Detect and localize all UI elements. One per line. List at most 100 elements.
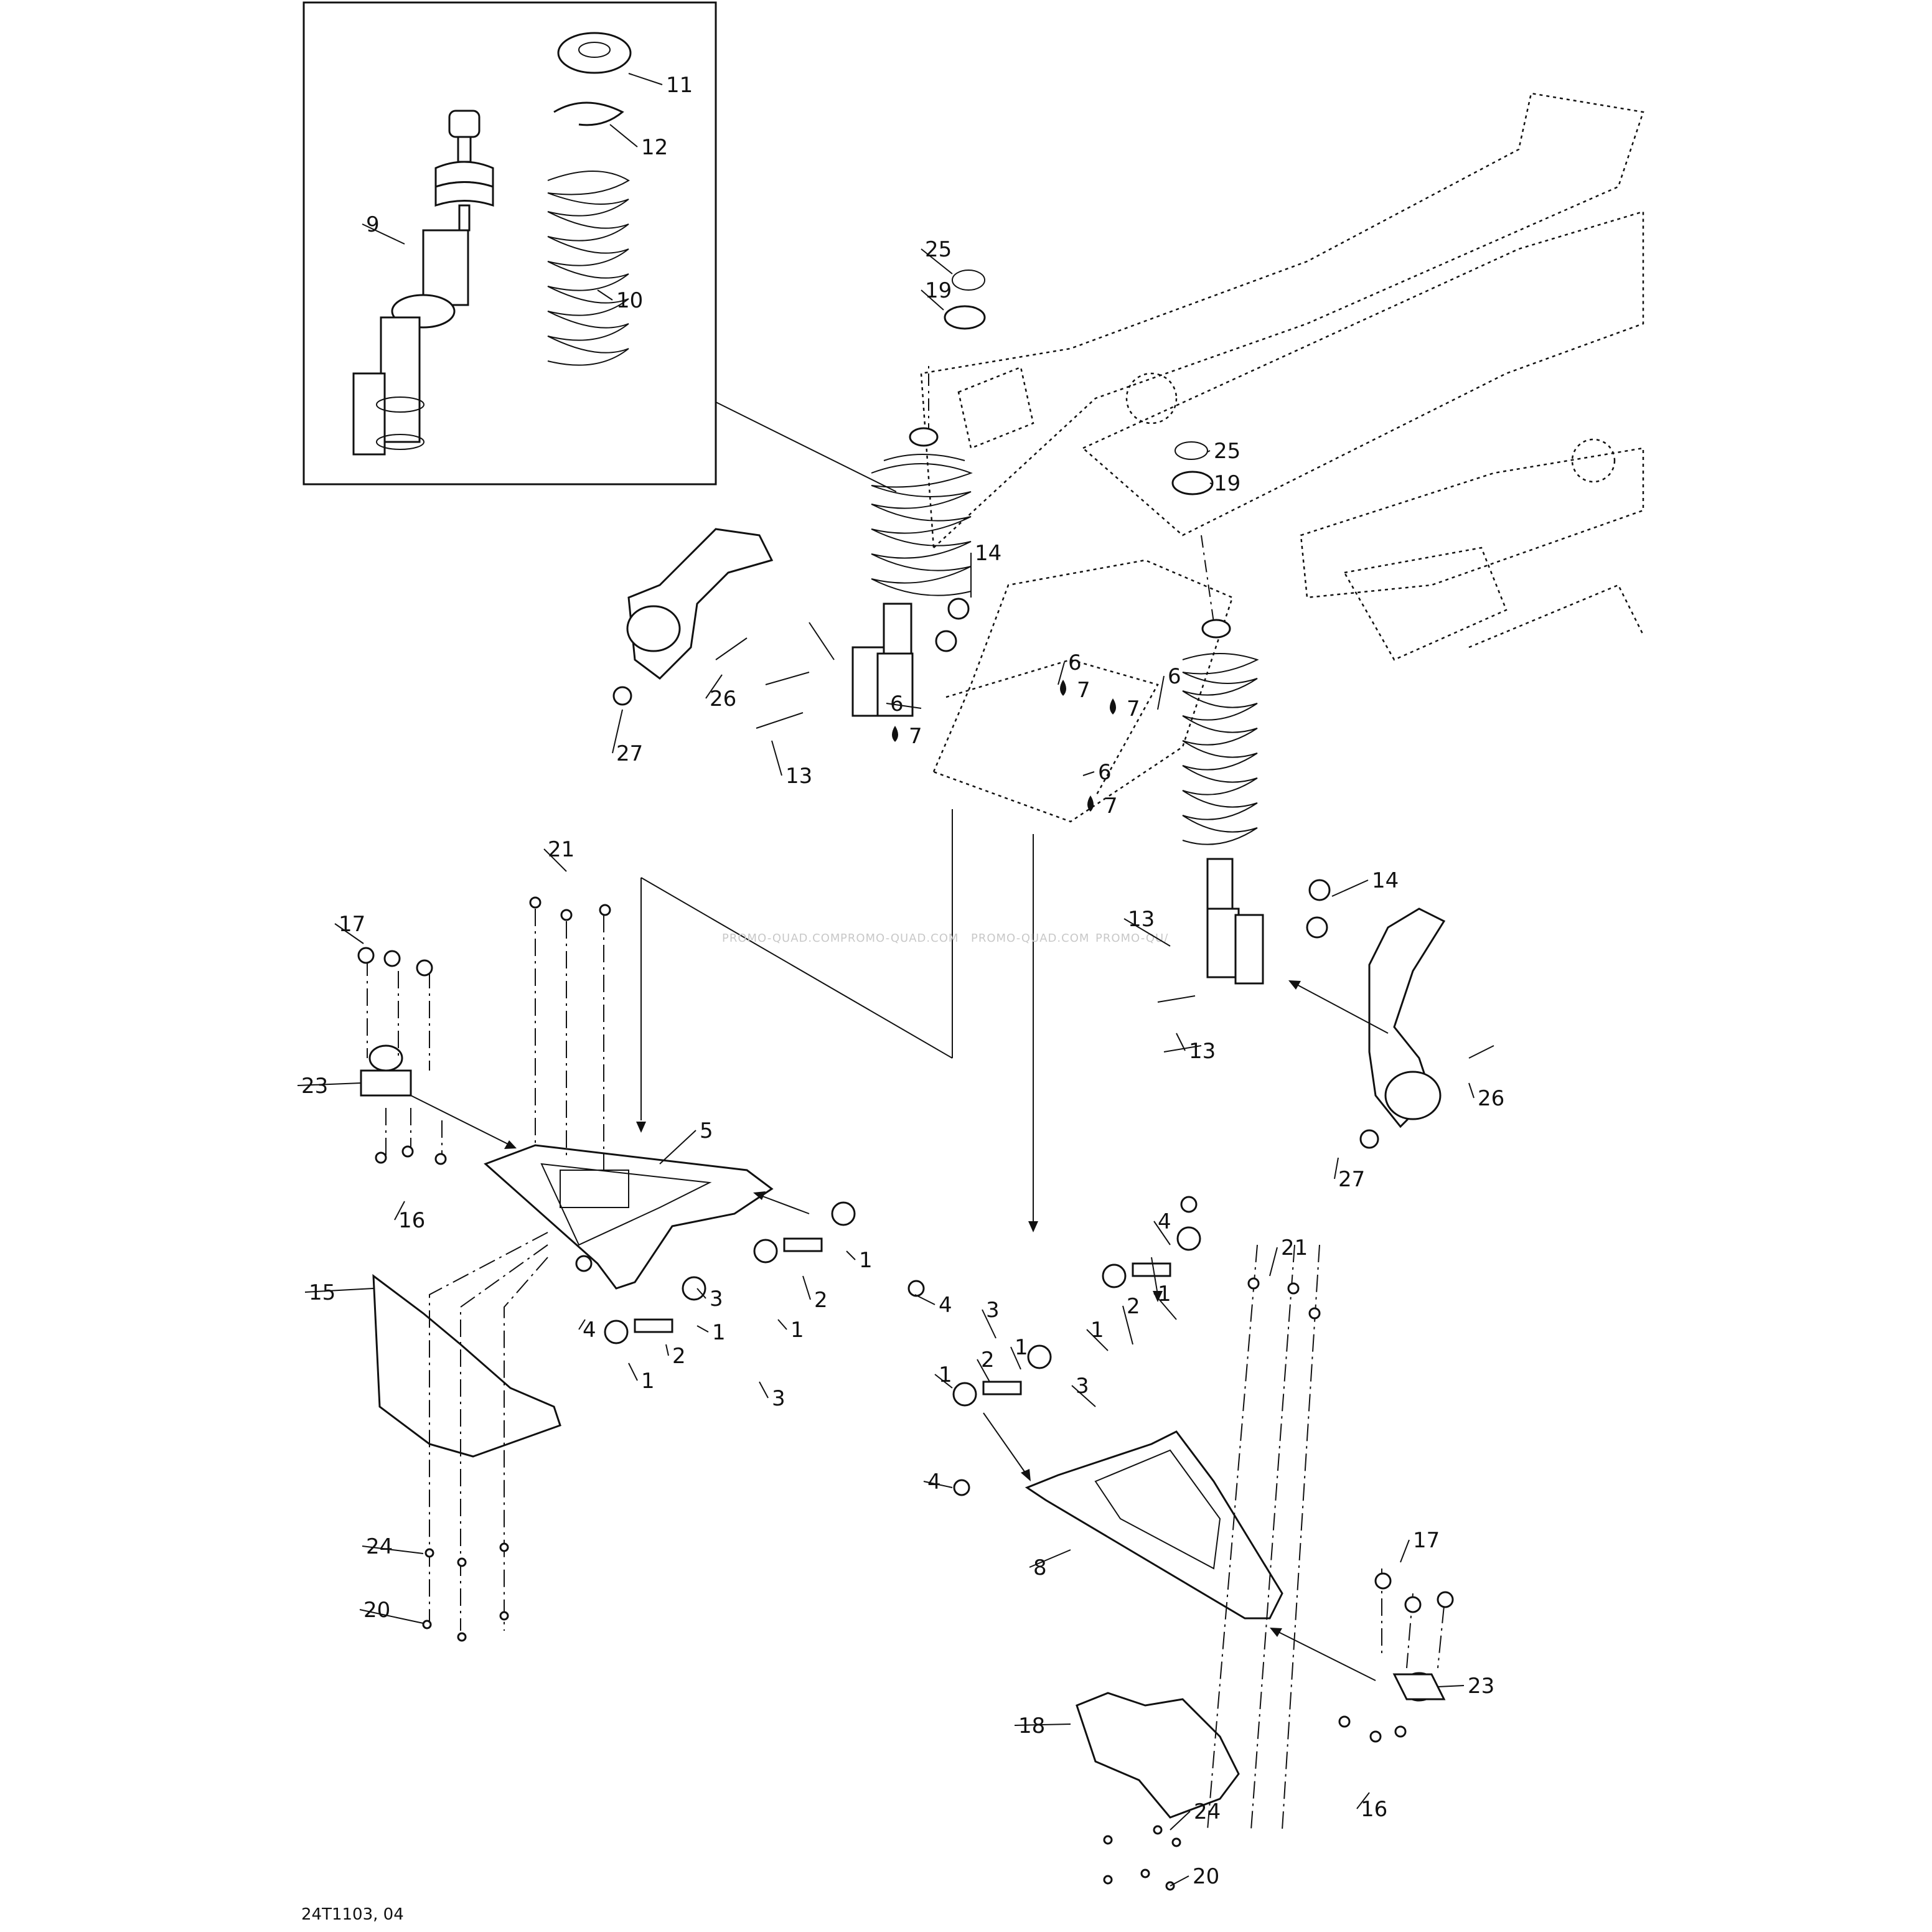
callout-leader — [802, 1275, 811, 1300]
shock-absorber-9 — [352, 110, 494, 456]
callout-20: 20 — [363, 1598, 390, 1623]
callout-leader — [921, 289, 944, 311]
skid-plate-15 — [372, 1273, 561, 1458]
callout-leader — [1269, 1247, 1278, 1277]
bolts — [612, 598, 1494, 1149]
drawing-code: 24T1103, 04 — [301, 1905, 404, 1924]
right-shock-assembly — [1182, 619, 1264, 985]
callout-leader — [1153, 1293, 1177, 1320]
callout-14: 14 — [1372, 868, 1399, 893]
callout-15: 15 — [309, 1280, 335, 1305]
callout-leader — [665, 1344, 669, 1356]
callout-11: 11 — [666, 73, 693, 98]
inset-frame — [302, 1, 717, 485]
callout-leader — [334, 923, 364, 944]
callout-leader — [705, 674, 723, 699]
callout-13: 13 — [1189, 1039, 1216, 1064]
callout-26: 26 — [1478, 1086, 1504, 1111]
callout-17: 17 — [1413, 1528, 1440, 1553]
spring-cup-11 — [557, 32, 632, 74]
right-steering-knuckle — [1368, 907, 1446, 1128]
callout-6: 6 — [1168, 664, 1181, 689]
callout-2: 2 — [814, 1288, 828, 1313]
callout-21: 21 — [1281, 1236, 1308, 1260]
callout-labels: 1112910251925191426271367676767211723165… — [301, 73, 1504, 1889]
callout-leader — [886, 703, 922, 709]
callout-leader — [304, 1288, 374, 1293]
watermark: PROMO-QUAD.COM — [971, 932, 1089, 945]
callout-1: 1 — [641, 1369, 655, 1394]
callout-leader — [1086, 1329, 1109, 1351]
callout-leader — [1170, 1811, 1191, 1831]
left-shock-assembly — [851, 427, 973, 717]
callout-leader — [977, 1359, 990, 1382]
callout-7: 7 — [909, 724, 922, 749]
callout-2: 2 — [981, 1348, 995, 1372]
callout-leader — [543, 848, 567, 872]
callout-10: 10 — [616, 288, 643, 313]
callout-1: 1 — [939, 1362, 952, 1387]
callout-14: 14 — [975, 541, 1001, 566]
callout-1: 1 — [712, 1320, 726, 1345]
callout-7: 7 — [1104, 794, 1118, 818]
callout-leader — [1153, 1221, 1171, 1245]
callout-27: 27 — [1338, 1167, 1365, 1192]
callout-leader — [1029, 1549, 1071, 1568]
callout-leader — [297, 1082, 362, 1086]
small-hardware — [357, 896, 1454, 1891]
callout-leader — [1437, 1685, 1465, 1687]
callout-leader — [914, 1294, 936, 1305]
callout-12: 12 — [641, 135, 668, 160]
callout-26: 26 — [710, 687, 736, 711]
callout-leader — [1122, 1305, 1133, 1345]
callout-5: 5 — [700, 1118, 713, 1143]
watermark: PROMO-QU/ — [1095, 932, 1168, 945]
watermark: PROMO-QUAD.COM — [722, 932, 840, 945]
callout-7: 7 — [1077, 678, 1090, 703]
callout-leader — [628, 73, 663, 85]
spring-stopper-12 — [553, 101, 624, 126]
assembly-centerlines — [367, 909, 1445, 1831]
callout-leader — [612, 709, 623, 754]
callout-leader — [1209, 482, 1213, 485]
watermark: PROMO-QUAD.COM — [840, 932, 959, 945]
callout-23: 23 — [1468, 1674, 1494, 1699]
lower-a-arm-8 — [1025, 1430, 1283, 1620]
callout-leader — [659, 1130, 696, 1165]
coil-spring-10 — [547, 171, 630, 366]
callout-leader — [628, 1362, 638, 1381]
callout-19: 19 — [1214, 471, 1240, 496]
callout-leader — [1400, 1539, 1410, 1563]
callout-3: 3 — [772, 1386, 785, 1411]
callout-1: 1 — [790, 1318, 804, 1343]
callout-16: 16 — [398, 1208, 425, 1233]
callout-27: 27 — [616, 741, 643, 766]
callout-6: 6 — [1068, 650, 1082, 675]
callout-6: 6 — [1098, 760, 1112, 785]
callout-2: 2 — [1127, 1294, 1140, 1319]
callout-leader — [1010, 1346, 1021, 1370]
vehicle-frame — [920, 92, 1644, 823]
callout-leader — [1123, 918, 1171, 947]
callout-leader — [1082, 771, 1095, 776]
callout-6: 6 — [890, 692, 904, 716]
callout-leader — [578, 1319, 586, 1330]
callout-leader — [1014, 1723, 1071, 1726]
callout-4: 4 — [1158, 1209, 1171, 1234]
callout-leader — [846, 1250, 856, 1260]
ball-joint-right — [1392, 1672, 1446, 1702]
lubricant-drop-icon — [1110, 698, 1116, 715]
callout-19: 19 — [925, 278, 952, 303]
assembly-arrows — [410, 622, 1389, 1681]
callout-9: 9 — [366, 212, 380, 237]
callout-13: 13 — [785, 764, 812, 789]
callout-leader — [696, 1325, 709, 1333]
callout-18: 18 — [1018, 1714, 1045, 1738]
callout-leader — [1157, 675, 1165, 710]
callout-leader — [759, 1381, 769, 1399]
callout-25: 25 — [925, 237, 952, 262]
callout-leader — [696, 1288, 706, 1299]
callout-leader — [934, 1374, 953, 1389]
callout-1: 1 — [1090, 1318, 1104, 1343]
